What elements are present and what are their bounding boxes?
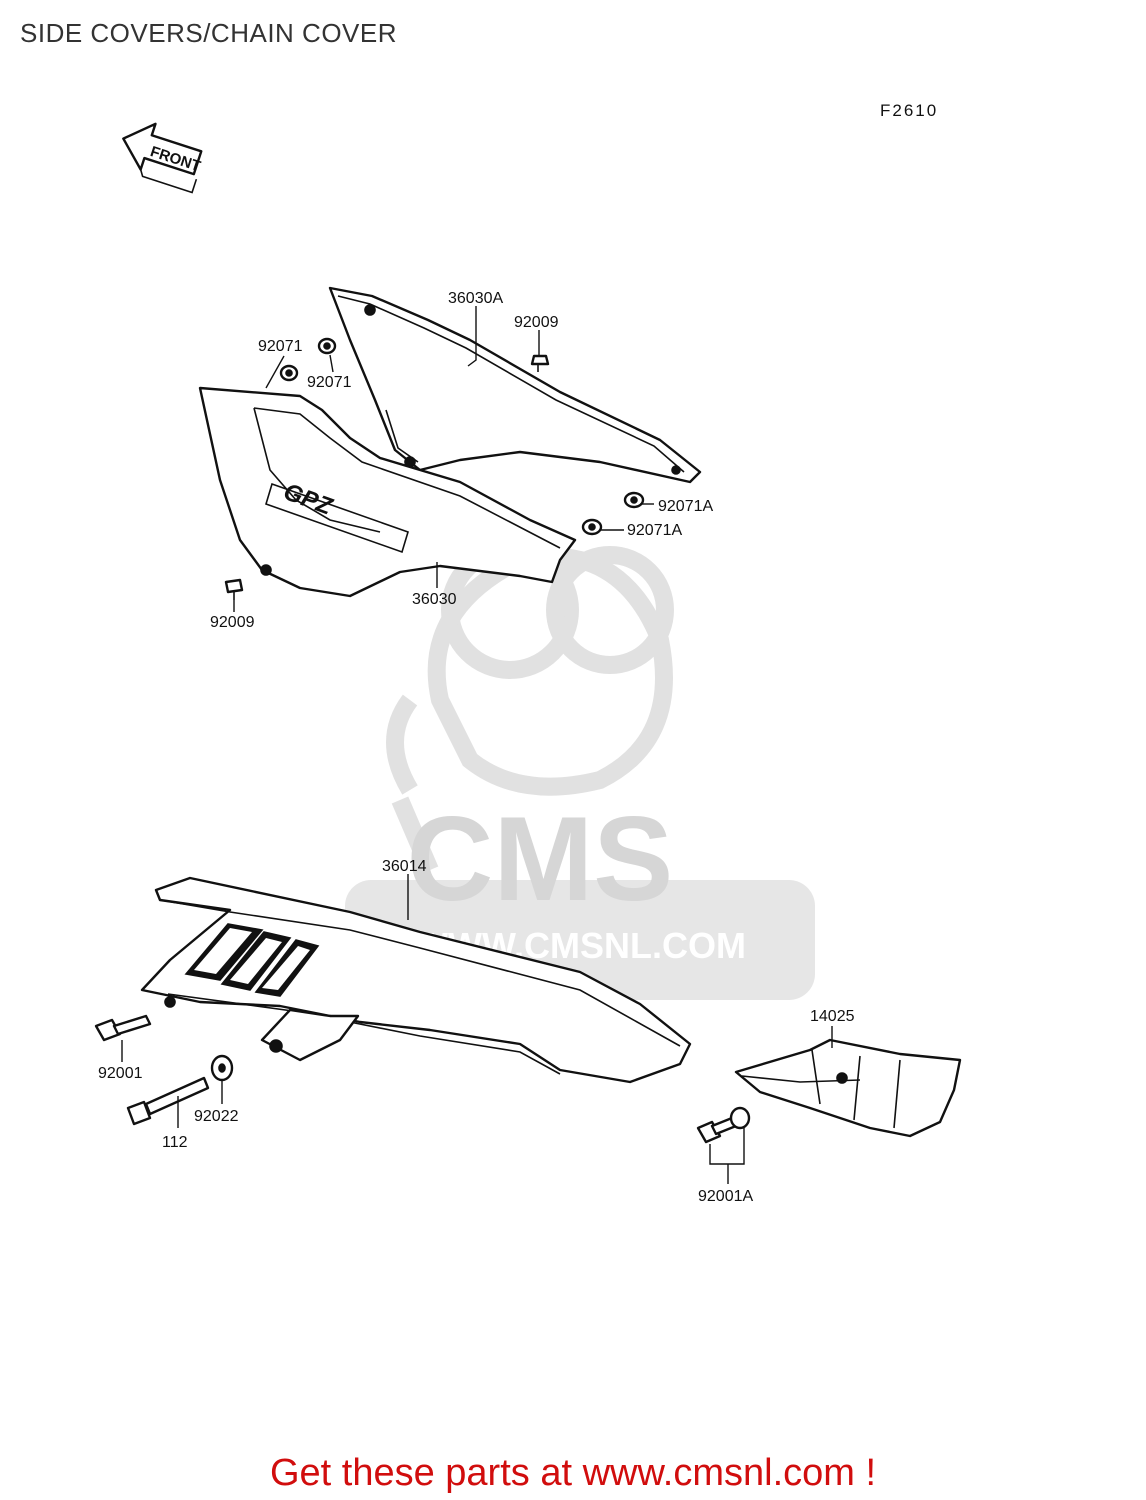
bolt-112[interactable] [126, 1076, 210, 1126]
screw-92009-upper[interactable] [530, 354, 550, 372]
guard-14025[interactable] [734, 1038, 962, 1138]
callout-92071-b: 92071 [307, 374, 352, 391]
grommet-92071a-b[interactable] [581, 518, 603, 536]
callout-92071a-a: 92071A [658, 498, 713, 515]
front-arrow-icon: FRONT [122, 122, 203, 194]
callout-36030a: 36030A [448, 290, 503, 307]
side-cover-left[interactable]: GPZ [198, 386, 577, 598]
callout-92071-a: 92071 [258, 338, 303, 355]
bolt-92001[interactable] [94, 1014, 152, 1042]
callout-14025: 14025 [810, 1008, 855, 1025]
leader-lines [121, 306, 833, 1184]
watermark-brand: CMS [407, 792, 674, 926]
page-title: SIDE COVERS/CHAIN COVER [20, 18, 398, 48]
callout-92001: 92001 [98, 1065, 143, 1082]
callout-112: 112 [162, 1134, 188, 1151]
side-cover-right[interactable] [328, 286, 702, 484]
chain-cover-vents [184, 923, 320, 997]
screw-92009-lower[interactable] [224, 578, 244, 600]
grommet-92071-a[interactable] [279, 364, 299, 382]
callout-92022: 92022 [194, 1108, 239, 1125]
figure-code: F2610 [880, 101, 939, 120]
callout-36030: 36030 [412, 591, 457, 608]
callout-92009-upper: 92009 [514, 314, 559, 331]
bolt-92001a[interactable] [696, 1106, 751, 1144]
callout-92071a-b: 92071A [627, 522, 682, 539]
chain-cover[interactable] [140, 876, 692, 1084]
washer-92022[interactable] [210, 1054, 234, 1082]
callout-92009-lower: 92009 [210, 614, 255, 631]
grommet-92071-b[interactable] [317, 337, 337, 355]
footer-link[interactable]: Get these parts at www.cmsnl.com ! [269, 1452, 877, 1494]
callout-36014: 36014 [382, 858, 427, 875]
callout-92001a: 92001A [698, 1188, 753, 1205]
grommet-92071a-a[interactable] [623, 491, 645, 509]
